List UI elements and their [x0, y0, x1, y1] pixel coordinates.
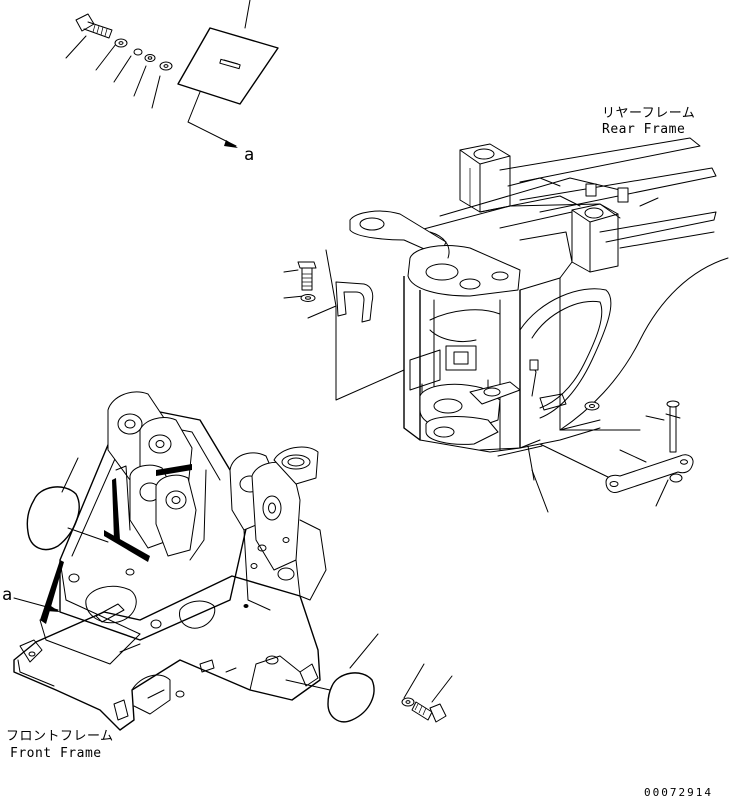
- front-frame-bolt: [411, 675, 453, 723]
- front-frame-cover-left: [26, 457, 109, 551]
- front-frame-reference-a: a: [2, 585, 60, 612]
- cover-plate: [177, 27, 279, 105]
- reference-letter-a: a: [244, 145, 254, 165]
- rear-frame-tower-right: [571, 203, 619, 273]
- rear-frame-body: [403, 261, 612, 481]
- front-frame-label-jp: フロントフレーム: [6, 729, 114, 744]
- rear-frame: [349, 137, 729, 481]
- front-frame-tower: [104, 391, 207, 562]
- cover-plate-assembly: a: [65, 0, 279, 165]
- front-frame: [13, 391, 327, 731]
- rear-frame-label-en: Rear Frame: [602, 122, 685, 137]
- front-frame-label-en: Front Frame: [10, 746, 102, 761]
- rear-frame-bolt: [297, 261, 317, 291]
- front-frame-cover-right: [285, 633, 379, 723]
- rear-frame-bracket: [335, 281, 374, 323]
- drawing-number: 00072914: [644, 786, 713, 799]
- front-frame-washer: [401, 663, 425, 707]
- front-frame-right-mount: [229, 446, 327, 611]
- bolt-part: [75, 13, 113, 39]
- reference-letter-a-left: a: [2, 585, 12, 605]
- link-rod-assembly: [605, 400, 694, 493]
- rear-frame-upper-hinge: [349, 210, 521, 297]
- rear-frame-label-jp: リヤーフレーム: [602, 106, 695, 121]
- rear-frame-washer: [300, 294, 316, 302]
- rear-frame-leaders: [283, 197, 669, 513]
- lock-washer-part: [133, 48, 143, 56]
- rear-frame-tower-left: [459, 143, 511, 213]
